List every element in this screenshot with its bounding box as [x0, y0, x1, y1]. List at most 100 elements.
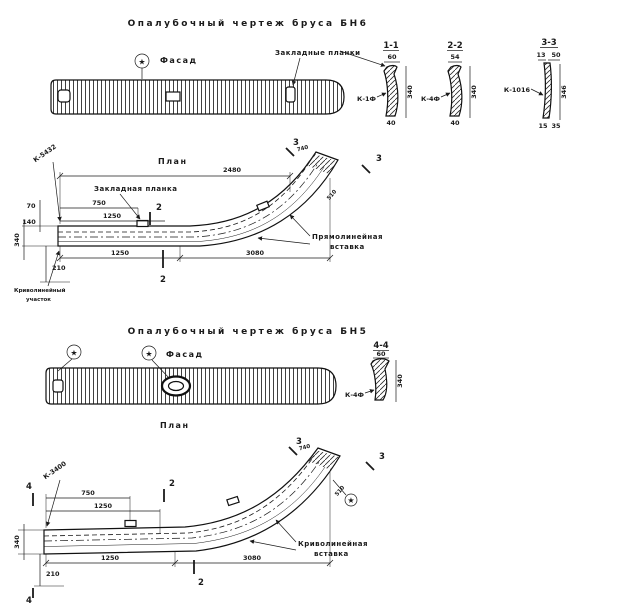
- section-mark-4: 4: [26, 596, 32, 606]
- leader-line: [364, 389, 375, 394]
- section-mark-3: 3: [379, 452, 385, 462]
- dim-text: 340: [13, 233, 21, 247]
- hidden-edge-line: [43, 455, 315, 537]
- section-mark-3: 3: [293, 138, 299, 148]
- dim-text: 346: [560, 85, 568, 99]
- dim-tick: [326, 254, 334, 262]
- section-profile: [542, 62, 552, 119]
- section-label: 1-1: [383, 41, 398, 51]
- embedded-plate: [226, 495, 240, 507]
- leader-line: [249, 539, 297, 551]
- dim-text: К-4Ф: [345, 391, 365, 399]
- dim-text: К-1016: [504, 86, 531, 94]
- star-icon: ★: [70, 349, 77, 358]
- dim-text: 510: [334, 485, 346, 498]
- section-label: 4-4: [373, 341, 388, 351]
- plan-label-bottom: План: [160, 421, 189, 430]
- section-mark-2: 2: [198, 578, 204, 588]
- dim-tick: [171, 559, 179, 567]
- cut-end-hatch: [306, 154, 337, 174]
- section-mark-4: 4: [26, 482, 32, 492]
- leader-line: [332, 479, 347, 496]
- leader-line: [45, 479, 61, 527]
- dim-text: 54: [450, 53, 460, 61]
- leader-line: [275, 519, 297, 543]
- leader-line: [47, 250, 60, 287]
- section-mark-3: 3: [376, 154, 382, 164]
- dim-text: 140: [22, 218, 36, 226]
- section-mark-2: 2: [160, 275, 166, 285]
- dim-text: 70: [26, 202, 36, 210]
- dim-text: 750: [92, 199, 106, 207]
- dim-text: К-4Ф: [421, 95, 441, 103]
- curved-section-label: Криволинейный: [14, 287, 66, 294]
- dim-tick: [176, 254, 184, 262]
- k-mark: К-5432: [32, 143, 58, 165]
- dim-text: 1250: [101, 554, 120, 562]
- plan-view-top: План 2480 К-5432 Закладная планка 750 12…: [13, 138, 382, 303]
- facade-label-bottom: Фасад: [166, 350, 203, 359]
- detail-marker-circle: [66, 344, 82, 360]
- section-mark-2: 2: [169, 479, 175, 489]
- dim-text: 340: [13, 535, 21, 549]
- beam-end-slot: [52, 379, 64, 393]
- section-4-4: 4-4 60 К-4Ф 340: [345, 341, 404, 402]
- oval-hole-inner: [167, 380, 185, 392]
- center-line: [58, 162, 319, 238]
- dim-text: 1250: [103, 212, 122, 220]
- leader-line: [119, 193, 141, 220]
- detail-marker-circle: [141, 345, 157, 361]
- embedded-plate: [165, 91, 181, 102]
- section-profile: [383, 64, 399, 117]
- curved-insert-label: вставка: [314, 550, 349, 558]
- hidden-edge-line: [58, 157, 313, 233]
- section-profile: [370, 358, 390, 401]
- title-top: Опалубочный чертеж бруса БН6: [128, 18, 369, 29]
- facade-view-top: ★ Фасад Закладные планки: [50, 49, 386, 115]
- section-mark-line: [365, 461, 375, 471]
- facade-label-top: Фасад: [160, 56, 197, 65]
- plan-label-top: План: [158, 157, 187, 166]
- plan-view-bottom: План К-3400 750 1250 1250 3080: [13, 421, 385, 606]
- dim-text: 750: [81, 489, 95, 497]
- dim-text: 1250: [94, 502, 113, 510]
- dim-tick: [56, 172, 64, 180]
- section-label: 2-2: [447, 41, 462, 51]
- detail-marker-circle: [344, 493, 358, 507]
- embedded-plate: [255, 200, 271, 212]
- dim-text: 40: [450, 119, 460, 127]
- leader-line: [440, 92, 451, 98]
- section-mark-line: [288, 446, 298, 456]
- embedded-plate: [124, 519, 137, 528]
- dim-text: 1250: [111, 249, 130, 257]
- beam-plan-top: [57, 151, 339, 247]
- embedded-plate: [285, 86, 296, 103]
- leader-line: [52, 161, 62, 222]
- embedded-plate: [136, 219, 149, 228]
- curved-insert-label: Криволинейная: [298, 540, 368, 548]
- dim-tick: [326, 559, 334, 567]
- curved-section-label: участок: [26, 297, 51, 303]
- edge-line: [43, 466, 326, 547]
- dim-text: 60: [376, 350, 386, 358]
- embedded-plate-label: Закладная планка: [94, 185, 177, 193]
- dim-text: К-1Ф: [357, 95, 377, 103]
- dim-text: 13: [536, 51, 545, 59]
- dim-text: 740: [298, 444, 311, 453]
- leader-line: [289, 214, 311, 237]
- straight-insert-label: вставка: [330, 243, 365, 251]
- oval-hole: [160, 375, 192, 397]
- dim-text: 2480: [223, 166, 242, 174]
- center-line: [43, 461, 320, 542]
- dim-text: 740: [296, 145, 309, 154]
- dim-text: 60: [387, 53, 397, 61]
- beam-end-slot: [57, 89, 71, 103]
- dim-tick: [56, 254, 64, 262]
- section-2-2: 2-2 54 340 К-4Ф 40: [421, 41, 478, 127]
- section-profile: [447, 64, 463, 117]
- facade-view-bottom: ★ ★ Фасад: [45, 344, 337, 405]
- cut-end-hatch: [308, 450, 339, 470]
- dim-text: 340: [406, 85, 414, 99]
- section-mark-line: [285, 147, 295, 157]
